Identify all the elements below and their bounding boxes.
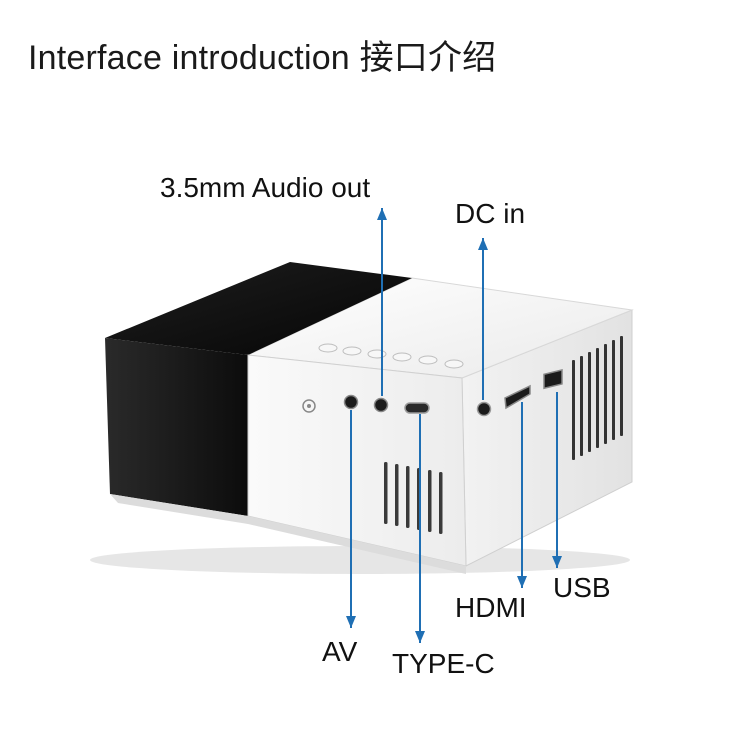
type-c-port [404, 402, 430, 414]
dc-in-arrow-head [478, 238, 488, 250]
side-vents [572, 336, 623, 460]
arrow-group [346, 208, 562, 643]
type-c-arrow-head [415, 631, 425, 643]
ir-sensor-dot [307, 404, 311, 408]
top-button [342, 346, 362, 356]
label-audio-out: 3.5mm Audio out [160, 172, 371, 203]
top-button [418, 355, 438, 365]
dc-in-port [476, 401, 492, 417]
label-usb: USB [553, 572, 611, 603]
audio-port [373, 397, 389, 413]
usb-arrow [552, 392, 562, 568]
top-button [318, 343, 338, 353]
hdmi-arrow-head [517, 576, 527, 588]
top-button [367, 349, 387, 359]
device-front-black [105, 338, 248, 516]
device-shadow [90, 546, 630, 574]
top-buttons [318, 343, 464, 369]
usb-port [543, 368, 563, 390]
av-arrow-head [346, 616, 356, 628]
page-title: Interface introduction 接口介绍 [28, 39, 497, 77]
device-base-lip [110, 494, 466, 574]
label-av: AV [322, 636, 358, 667]
dc-in-arrow [478, 238, 488, 400]
audio-out-arrow [377, 208, 387, 396]
label-type-c: TYPE-C [392, 648, 495, 679]
hdmi-port [504, 384, 531, 410]
label-dc-in: DC in [455, 198, 526, 229]
device-top-black [105, 262, 412, 355]
device-front-white [247, 354, 467, 567]
label-hdmi: HDMI [455, 592, 527, 623]
top-button [444, 359, 464, 369]
top-button [392, 352, 412, 362]
hdmi-arrow [517, 402, 527, 588]
ir-sensor-icon [302, 399, 316, 413]
av-port [343, 394, 359, 410]
audio-out-arrow-head [377, 208, 387, 220]
type-c-arrow [415, 414, 425, 643]
av-arrow [346, 410, 356, 628]
usb-arrow-head [552, 556, 562, 568]
